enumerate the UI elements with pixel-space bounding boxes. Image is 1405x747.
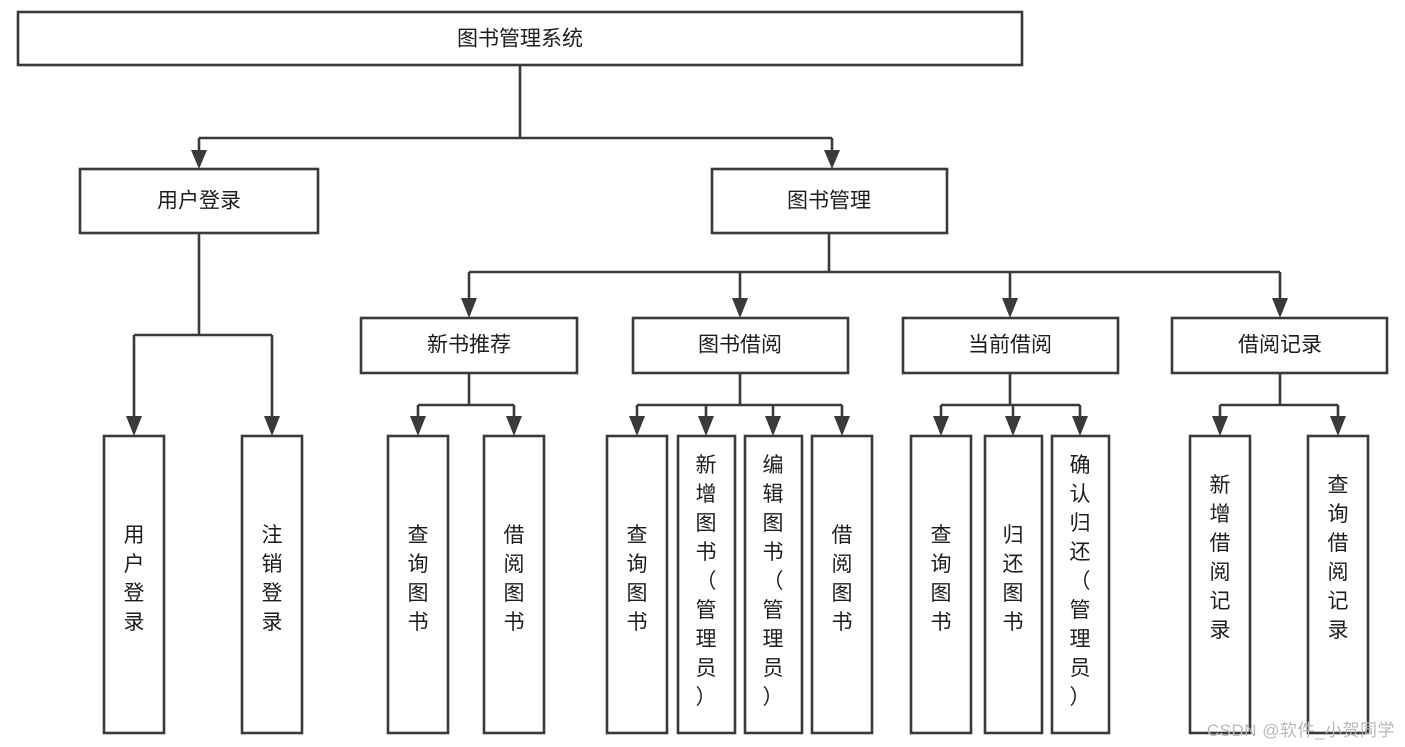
csdn-watermark: CSDN @软件_小贺同学 bbox=[1206, 721, 1395, 740]
node-new-book-rec[interactable]: 新书推荐 bbox=[359, 316, 579, 375]
node-book-manage-label: 图书管理 bbox=[787, 190, 871, 213]
node-new-book-rec-box[interactable] bbox=[359, 316, 579, 375]
node-new-book-rec-label: 新书推荐 bbox=[427, 334, 511, 357]
arrowhead-leaf-add-record bbox=[1212, 416, 1228, 436]
node-leaf-confirm-return-label: 确认归还（管理员） bbox=[1070, 454, 1091, 709]
node-leaf-return-book-label: 归还图书 bbox=[1003, 524, 1024, 634]
node-book-borrow[interactable]: 图书借阅 bbox=[631, 316, 850, 375]
arrowhead-leaf-add-book bbox=[698, 416, 714, 436]
node-user-login-label: 用户登录 bbox=[157, 190, 241, 213]
node-leaf-logout[interactable]: 注销登录 bbox=[240, 434, 304, 735]
connectors-layer bbox=[126, 65, 1346, 436]
node-book-borrow-label: 图书借阅 bbox=[698, 334, 782, 357]
node-user-login-box[interactable] bbox=[78, 167, 320, 235]
node-leaf-add-book-box[interactable] bbox=[676, 434, 737, 735]
arrowhead-borrow-record bbox=[1272, 298, 1288, 318]
node-leaf-borrow-book-2-label: 借阅图书 bbox=[832, 524, 853, 634]
node-leaf-borrow-book-1-label: 借阅图书 bbox=[504, 524, 525, 634]
node-leaf-edit-book[interactable]: 编辑图书（管理员） bbox=[743, 434, 804, 735]
arrowhead-leaf-return-book bbox=[1005, 416, 1021, 436]
arrowhead-leaf-user-login bbox=[126, 416, 142, 436]
node-book-manage[interactable]: 图书管理 bbox=[710, 167, 949, 235]
node-leaf-edit-book-box[interactable] bbox=[743, 434, 804, 735]
node-leaf-query-record[interactable]: 查询借阅记录 bbox=[1306, 434, 1370, 735]
arrowhead-book-manage bbox=[824, 150, 840, 169]
node-leaf-query-book-2-box[interactable] bbox=[605, 434, 669, 735]
node-borrow-record-box[interactable] bbox=[1170, 316, 1389, 375]
arrowhead-leaf-query-book-1 bbox=[410, 416, 426, 436]
node-root-box[interactable] bbox=[16, 10, 1024, 67]
node-root-label: 图书管理系统 bbox=[457, 28, 583, 51]
node-leaf-add-record[interactable]: 新增借阅记录 bbox=[1188, 434, 1252, 735]
node-leaf-query-record-box[interactable] bbox=[1306, 434, 1370, 735]
node-leaf-query-book-2-label: 查询图书 bbox=[627, 524, 648, 634]
arrowhead-leaf-borrow-book-2 bbox=[834, 416, 850, 436]
node-leaf-add-record-label: 新增借阅记录 bbox=[1210, 474, 1231, 642]
arrowhead-leaf-edit-book bbox=[765, 416, 781, 436]
node-leaf-confirm-return-box[interactable] bbox=[1050, 434, 1111, 735]
node-user-login[interactable]: 用户登录 bbox=[78, 167, 320, 235]
node-borrow-record-label: 借阅记录 bbox=[1238, 334, 1322, 357]
node-leaf-add-record-box[interactable] bbox=[1188, 434, 1252, 735]
node-leaf-query-book-3[interactable]: 查询图书 bbox=[909, 434, 973, 735]
arrowhead-leaf-query-record bbox=[1330, 416, 1346, 436]
node-leaf-user-login-label: 用户登录 bbox=[124, 524, 145, 634]
node-leaf-borrow-book-1-box[interactable] bbox=[482, 434, 546, 735]
node-leaf-logout-box[interactable] bbox=[240, 434, 304, 735]
node-leaf-add-book[interactable]: 新增图书（管理员） bbox=[676, 434, 737, 735]
node-current-borrow[interactable]: 当前借阅 bbox=[901, 316, 1120, 375]
arrowhead-leaf-borrow-book-1 bbox=[506, 416, 522, 436]
arrowhead-leaf-query-book-3 bbox=[933, 416, 949, 436]
node-leaf-query-book-3-box[interactable] bbox=[909, 434, 973, 735]
node-leaf-return-book-box[interactable] bbox=[983, 434, 1044, 735]
arrowhead-leaf-confirm-return bbox=[1072, 416, 1088, 436]
node-leaf-confirm-return[interactable]: 确认归还（管理员） bbox=[1050, 434, 1111, 735]
node-leaf-query-book-3-label: 查询图书 bbox=[931, 524, 952, 634]
node-leaf-add-book-label: 新增图书（管理员） bbox=[696, 454, 717, 709]
arrowhead-new-book-rec bbox=[461, 298, 477, 318]
node-leaf-borrow-book-1[interactable]: 借阅图书 bbox=[482, 434, 546, 735]
node-current-borrow-box[interactable] bbox=[901, 316, 1120, 375]
node-leaf-query-book-1[interactable]: 查询图书 bbox=[386, 434, 450, 735]
node-leaf-user-login-box[interactable] bbox=[102, 434, 166, 735]
node-leaf-query-book-1-box[interactable] bbox=[386, 434, 450, 735]
node-book-manage-box[interactable] bbox=[710, 167, 949, 235]
node-leaf-user-login[interactable]: 用户登录 bbox=[102, 434, 166, 735]
node-current-borrow-label: 当前借阅 bbox=[968, 334, 1052, 357]
node-leaf-borrow-book-2[interactable]: 借阅图书 bbox=[810, 434, 874, 735]
node-leaf-edit-book-label: 编辑图书（管理员） bbox=[763, 454, 784, 709]
nodes-layer: 图书管理系统 用户登录 图书管理 新书推荐 图书借阅 bbox=[16, 10, 1389, 735]
node-leaf-query-record-label: 查询借阅记录 bbox=[1328, 474, 1349, 642]
node-leaf-logout-label: 注销登录 bbox=[262, 524, 283, 634]
node-leaf-query-book-2[interactable]: 查询图书 bbox=[605, 434, 669, 735]
arrowhead-current-borrow bbox=[1002, 298, 1018, 318]
arrowhead-leaf-logout bbox=[264, 416, 280, 436]
node-book-borrow-box[interactable] bbox=[631, 316, 850, 375]
node-leaf-query-book-1-label: 查询图书 bbox=[408, 524, 429, 634]
node-leaf-return-book[interactable]: 归还图书 bbox=[983, 434, 1044, 735]
arrowhead-leaf-query-book-2 bbox=[629, 416, 645, 436]
node-leaf-borrow-book-2-box[interactable] bbox=[810, 434, 874, 735]
arrowhead-user-login bbox=[191, 150, 207, 169]
node-borrow-record[interactable]: 借阅记录 bbox=[1170, 316, 1389, 375]
node-root[interactable]: 图书管理系统 bbox=[16, 10, 1024, 67]
arrowhead-book-borrow bbox=[732, 298, 748, 318]
